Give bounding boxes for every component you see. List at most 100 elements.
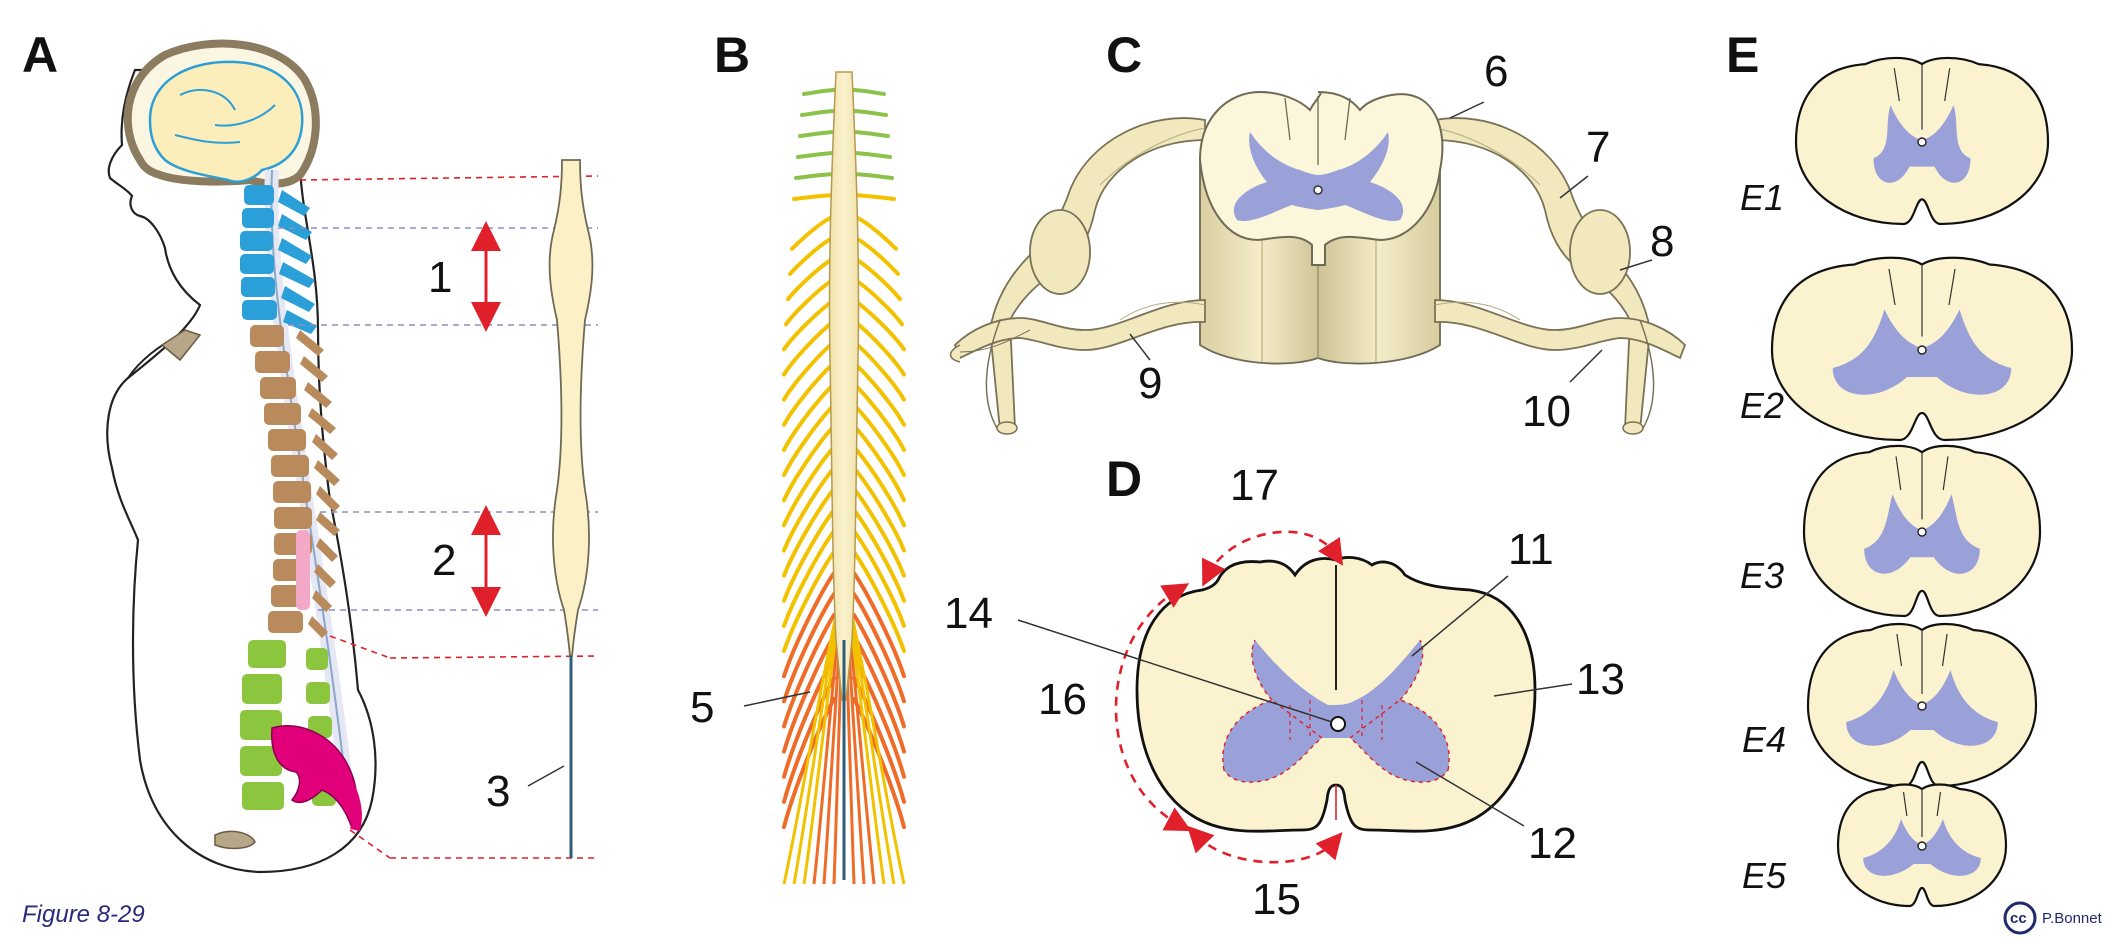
- cervical-vertebrae: [240, 185, 317, 334]
- segment-sections: [1770, 56, 2074, 908]
- cauda-equina-strand: [851, 619, 906, 885]
- pelvis-bone: [214, 830, 256, 850]
- leader-3: [527, 765, 565, 787]
- ventral-horn-boundary-right: [1348, 699, 1450, 783]
- label-1: 1: [428, 253, 452, 302]
- brain-folds: [174, 89, 276, 144]
- nerve-root: [782, 466, 836, 553]
- section-sulci-e1: [1893, 64, 1951, 130]
- label-6: 6: [1484, 47, 1508, 96]
- cauda-equina-strand: [782, 619, 837, 885]
- segment-central-canal: [1313, 185, 1323, 195]
- spinal-nerve-right: [1434, 117, 1687, 435]
- section-label-e3: E3: [1740, 555, 1784, 596]
- leader-6: [1449, 101, 1485, 119]
- nerve-root: [796, 151, 836, 159]
- nerve-root: [782, 445, 836, 528]
- nerve-root: [852, 487, 906, 578]
- panel-letter-d: D: [1106, 451, 1142, 507]
- panel-c: C 6 7: [949, 27, 1687, 436]
- nerve-root: [802, 88, 836, 96]
- nerve-root: [852, 403, 906, 478]
- section-central-canal-e5: [1917, 841, 1927, 851]
- nerve-root: [852, 88, 886, 96]
- nerve-root: [852, 130, 890, 138]
- label-17: 17: [1230, 461, 1279, 510]
- label-16: 16: [1038, 675, 1087, 724]
- section-label-e4: E4: [1742, 719, 1786, 760]
- nerve-roots: [782, 88, 906, 885]
- nerve-root: [852, 214, 898, 251]
- central-canal: [1330, 716, 1346, 732]
- nerve-root: [852, 382, 906, 452]
- nerve-root: [792, 193, 836, 201]
- lateral-funiculus-arrow: [1114, 583, 1192, 832]
- nerve-root: [782, 403, 836, 478]
- panel-letter-a: A: [22, 27, 58, 83]
- nerve-root: [852, 466, 906, 553]
- panel-letter-e: E: [1726, 27, 1759, 83]
- nerve-root: [852, 277, 904, 327]
- nerve-root: [782, 550, 836, 654]
- segment-grey-matter: [1233, 132, 1404, 222]
- spinal-nerve-left: [949, 117, 1206, 435]
- nerve-root: [784, 277, 836, 327]
- nerve-root: [786, 256, 836, 302]
- section-label-e5: E5: [1742, 855, 1787, 896]
- panel-d: D 11 12 13 14 15 16 17: [944, 451, 1625, 924]
- section-central-canal-e4: [1917, 701, 1927, 711]
- nerve-root: [782, 508, 836, 603]
- isolated-spinal-cord: [548, 159, 594, 657]
- nerve-root: [852, 550, 906, 654]
- nerve-root: [782, 529, 836, 628]
- nerve-root: [798, 130, 836, 138]
- label-8: 8: [1650, 217, 1674, 266]
- panel-e: E E1 E2 E3 E4 E5: [1726, 27, 2074, 908]
- cc-license-icon: [2003, 901, 2037, 935]
- nerve-root: [852, 424, 906, 503]
- cauda-equina-strand: [802, 619, 840, 885]
- conus-highlight: [296, 530, 310, 610]
- section-label-e2: E2: [1740, 385, 1784, 426]
- cylinder-shading: [1261, 230, 1377, 362]
- panel-a: A: [22, 27, 599, 928]
- label-15: 15: [1252, 875, 1301, 924]
- brain: [148, 60, 304, 183]
- section-central-canal-e1: [1917, 137, 1927, 147]
- panel-b: B 5: [690, 27, 906, 885]
- leader-9: [1129, 333, 1151, 361]
- nerve-root: [852, 109, 888, 117]
- section-sulci-e2: [1888, 264, 1956, 337]
- section-central-canal-e2: [1917, 345, 1927, 355]
- dorsal-funiculus-arrow: [1202, 530, 1344, 587]
- nerve-root: [794, 172, 836, 180]
- cauda-equina-strand: [812, 619, 841, 885]
- section-central-canal-e3: [1917, 527, 1927, 537]
- nerve-root: [782, 613, 836, 729]
- leader-12: [1415, 761, 1525, 827]
- leader-5: [743, 691, 811, 707]
- label-3: 3: [486, 767, 510, 816]
- grey-matter-d: [1222, 640, 1450, 783]
- label-7: 7: [1586, 123, 1610, 172]
- leader-14: [1017, 619, 1333, 723]
- label-14: 14: [944, 589, 993, 638]
- figure-caption: Figure 8-29: [22, 901, 145, 928]
- ventral-horn-boundary-left: [1222, 699, 1324, 783]
- nerve-root: [852, 571, 906, 679]
- cauda-equina-strand: [792, 619, 838, 885]
- level-guide-lines: [278, 175, 599, 859]
- intermediate-zone-lines: [1289, 700, 1383, 740]
- leader-11: [1411, 575, 1509, 657]
- body-silhouette: [106, 68, 377, 874]
- nerve-root: [852, 193, 896, 201]
- nerve-root: [782, 382, 836, 452]
- section-sulci-e5: [1902, 789, 1942, 837]
- nerve-root: [852, 151, 892, 159]
- nerve-root: [782, 424, 836, 503]
- label-5: 5: [690, 683, 714, 732]
- leader-8: [1619, 259, 1653, 271]
- nerve-root: [782, 571, 836, 679]
- segment-sulci: [1284, 96, 1351, 165]
